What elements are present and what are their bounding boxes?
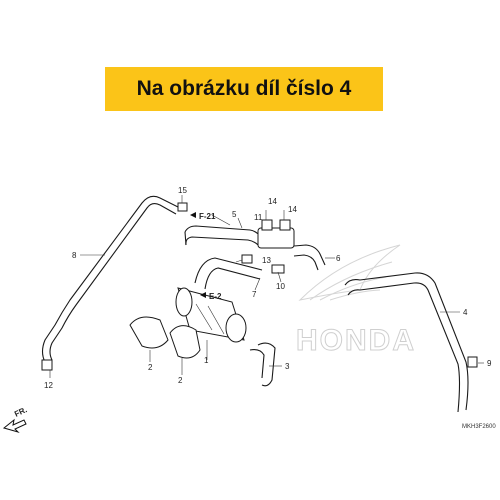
canister-1 <box>175 287 247 343</box>
honda-wing-logo <box>298 244 401 301</box>
callout-11: 11 <box>254 213 263 222</box>
callout-2a: 2 <box>148 363 153 372</box>
joint-13 <box>241 254 253 264</box>
tube-3 <box>257 342 276 387</box>
callout-15: 15 <box>178 186 187 195</box>
hose-6 <box>293 244 326 266</box>
band-2b <box>169 325 201 359</box>
diagram-code: MKH3F2600 <box>462 424 496 430</box>
hose-7 <box>194 257 263 284</box>
solenoid-valve-11 <box>257 210 295 249</box>
svg-text:E-2: E-2 <box>209 292 222 301</box>
svg-text:F-21: F-21 <box>199 212 216 221</box>
hose-4 <box>344 272 469 411</box>
clip-12 <box>41 359 53 371</box>
title-text: Na obrázku díl číslo 4 <box>136 77 352 100</box>
hose-5 <box>184 225 261 237</box>
callout-13: 13 <box>262 256 271 265</box>
callout-7: 7 <box>252 290 257 299</box>
callout-3: 3 <box>285 362 290 371</box>
hose-8 <box>41 195 179 363</box>
front-direction-label: FR. <box>13 405 28 419</box>
callout-10: 10 <box>276 282 285 291</box>
callout-2b: 2 <box>178 376 183 385</box>
ref-e2: E-2 <box>200 292 222 301</box>
callout-4: 4 <box>463 308 468 317</box>
callout-14: 14 <box>268 197 277 206</box>
callout-14b: 14 <box>288 205 297 214</box>
callout-8: 8 <box>72 251 77 260</box>
callout-1: 1 <box>204 356 209 365</box>
front-direction-arrow: FR. <box>2 405 29 434</box>
callout-9: 9 <box>487 359 492 368</box>
callout-6: 6 <box>336 254 341 263</box>
clip-9 <box>467 356 478 368</box>
honda-watermark: HONDA <box>296 324 416 357</box>
joint-10 <box>271 264 285 274</box>
callout-5: 5 <box>232 210 237 219</box>
band-2a <box>129 316 169 349</box>
title-banner: Na obrázku díl číslo 4 <box>105 67 383 111</box>
ref-f21: F-21 <box>190 212 216 221</box>
leader-lines <box>49 214 484 378</box>
callout-12: 12 <box>44 381 53 390</box>
callout-labels: 1 2 2 3 4 5 6 7 8 9 10 11 12 13 14 14 15 <box>44 186 492 390</box>
bolt-15 <box>177 195 188 212</box>
